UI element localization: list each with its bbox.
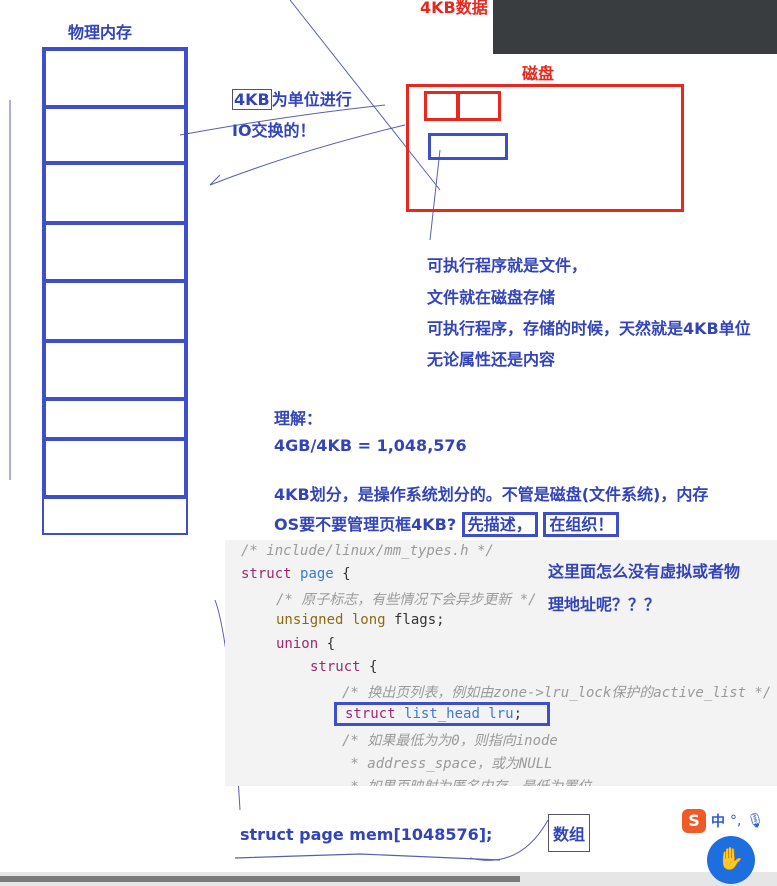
disk-label: 磁盘 (522, 64, 555, 83)
file-note: 可执行程序，存储的时候，天然就是4KB单位 (427, 319, 751, 338)
code-line: /* 如果最低为为0，则指向inode (342, 733, 558, 749)
raise-hand-button[interactable]: ✋ (707, 836, 755, 884)
describe-box: 先描述， (461, 512, 538, 537)
code-line: /* 原子标志，有些情况下会异步更新 */ (276, 592, 537, 608)
organize-box: 在组织！ (543, 512, 620, 537)
code-panel: /* include/linux/mm_types.h */ struct pa… (225, 540, 777, 786)
array-label: 数组 (548, 814, 591, 852)
understanding-line1: 4KB划分，是操作系统划分的。不管是磁盘(文件系统)，内存 (274, 485, 709, 504)
arrow-stroke (289, 0, 441, 191)
hand-icon: ✋ (717, 847, 745, 872)
memory-label: 物理内存 (68, 23, 133, 42)
io-note-text: 为单位进行 (271, 90, 352, 109)
understanding-heading: 理解： (274, 409, 323, 428)
lru-highlight-box: struct list_head lru; (334, 702, 550, 726)
memory-page-frame (42, 339, 188, 401)
arrow-stroke (469, 819, 549, 861)
io-note-line2: IO交换的！ (232, 121, 316, 140)
disk-block (424, 91, 459, 121)
code-line: * address_space，或为NULL (342, 756, 553, 772)
code-line: /* include/linux/mm_types.h */ (241, 543, 494, 559)
disk-file-block (428, 133, 508, 160)
code-line: /* 换出页列表，例如由zone->lru_lock保护的active_list… (342, 685, 772, 701)
memory-page-frame (42, 397, 188, 441)
question-line1: 这里面怎么没有虚拟或者物 (548, 562, 741, 581)
code-line: struct page { (241, 566, 351, 582)
microphone-icon[interactable]: 🎙 (746, 813, 765, 829)
memory-page-frame (42, 279, 188, 343)
understanding-line2: OS要不要管理页框4KB? 先描述， 在组织！ (274, 511, 620, 537)
arrow-stroke (209, 124, 406, 186)
horizontal-scrollbar-thumb[interactable] (0, 876, 520, 882)
arrow-stroke (429, 149, 441, 241)
ime-punct[interactable]: °, (730, 813, 742, 829)
file-note: 可执行程序就是文件， (427, 256, 588, 275)
question-line2: 理地址呢？？？ (548, 595, 661, 614)
file-note: 文件就在磁盘存储 (427, 288, 556, 307)
code-line: union { (276, 636, 336, 652)
io-note-boxed: 4KB (232, 89, 272, 110)
code-line: struct { (310, 659, 378, 675)
code-line: unsigned long flags; (276, 612, 445, 628)
page-count-calc: 4GB/4KB = 1,048,576 (274, 436, 467, 455)
memory-page-frame (42, 161, 188, 225)
code-line: * 如果页映射为匿名内存，最低为置位 (342, 776, 591, 786)
understanding-question: OS要不要管理页框4KB? (274, 515, 457, 534)
memory-page-frame (42, 221, 188, 283)
ime-mode[interactable]: 中 (711, 814, 725, 830)
disk-block (457, 91, 501, 121)
underline-stroke (234, 853, 501, 861)
ime-toolbar[interactable]: S 中 °, 🎙 (682, 808, 777, 834)
memory-page-frame (42, 437, 188, 499)
sogou-logo-icon: S (682, 809, 706, 833)
arrow-stroke (179, 104, 386, 136)
memory-page-frame (42, 495, 188, 535)
file-note: 无论属性还是内容 (427, 350, 556, 369)
mem-array-declaration: struct page mem[1048576]; (240, 825, 493, 844)
video-overlay (493, 0, 777, 54)
memory-page-frame (42, 105, 188, 165)
disk-box (406, 84, 684, 212)
video-caption: 4KB数据 (420, 0, 488, 17)
memory-page-frame (42, 47, 188, 109)
